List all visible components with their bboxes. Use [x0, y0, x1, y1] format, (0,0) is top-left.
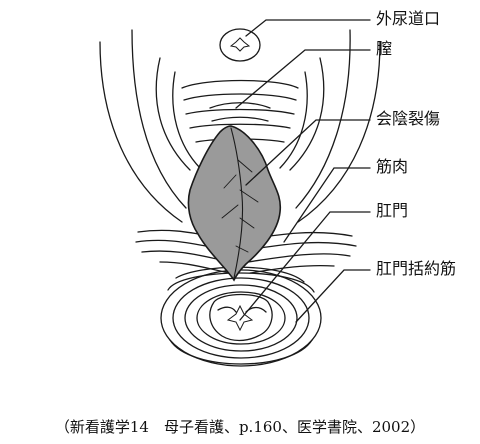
label-vagina: 膣 [376, 39, 393, 58]
label-anus: 肛門 [376, 201, 409, 220]
leader-lines [235, 19, 371, 323]
urethral-orifice [219, 28, 261, 62]
anus [209, 293, 273, 342]
label-external-urethral-orifice: 外尿道口 [376, 9, 441, 28]
label-muscle: 筋肉 [376, 157, 409, 176]
perineal-laceration [187, 125, 282, 282]
anal-sphincter-rings [160, 266, 322, 367]
label-perineal-laceration: 会陰裂傷 [376, 109, 441, 128]
outer-contour-lines [99, 29, 381, 223]
figure-caption: （新看護学14 母子看護、p.160、医学書院、2002） [54, 418, 426, 436]
label-anal-sphincter: 肛門括約筋 [376, 259, 457, 278]
